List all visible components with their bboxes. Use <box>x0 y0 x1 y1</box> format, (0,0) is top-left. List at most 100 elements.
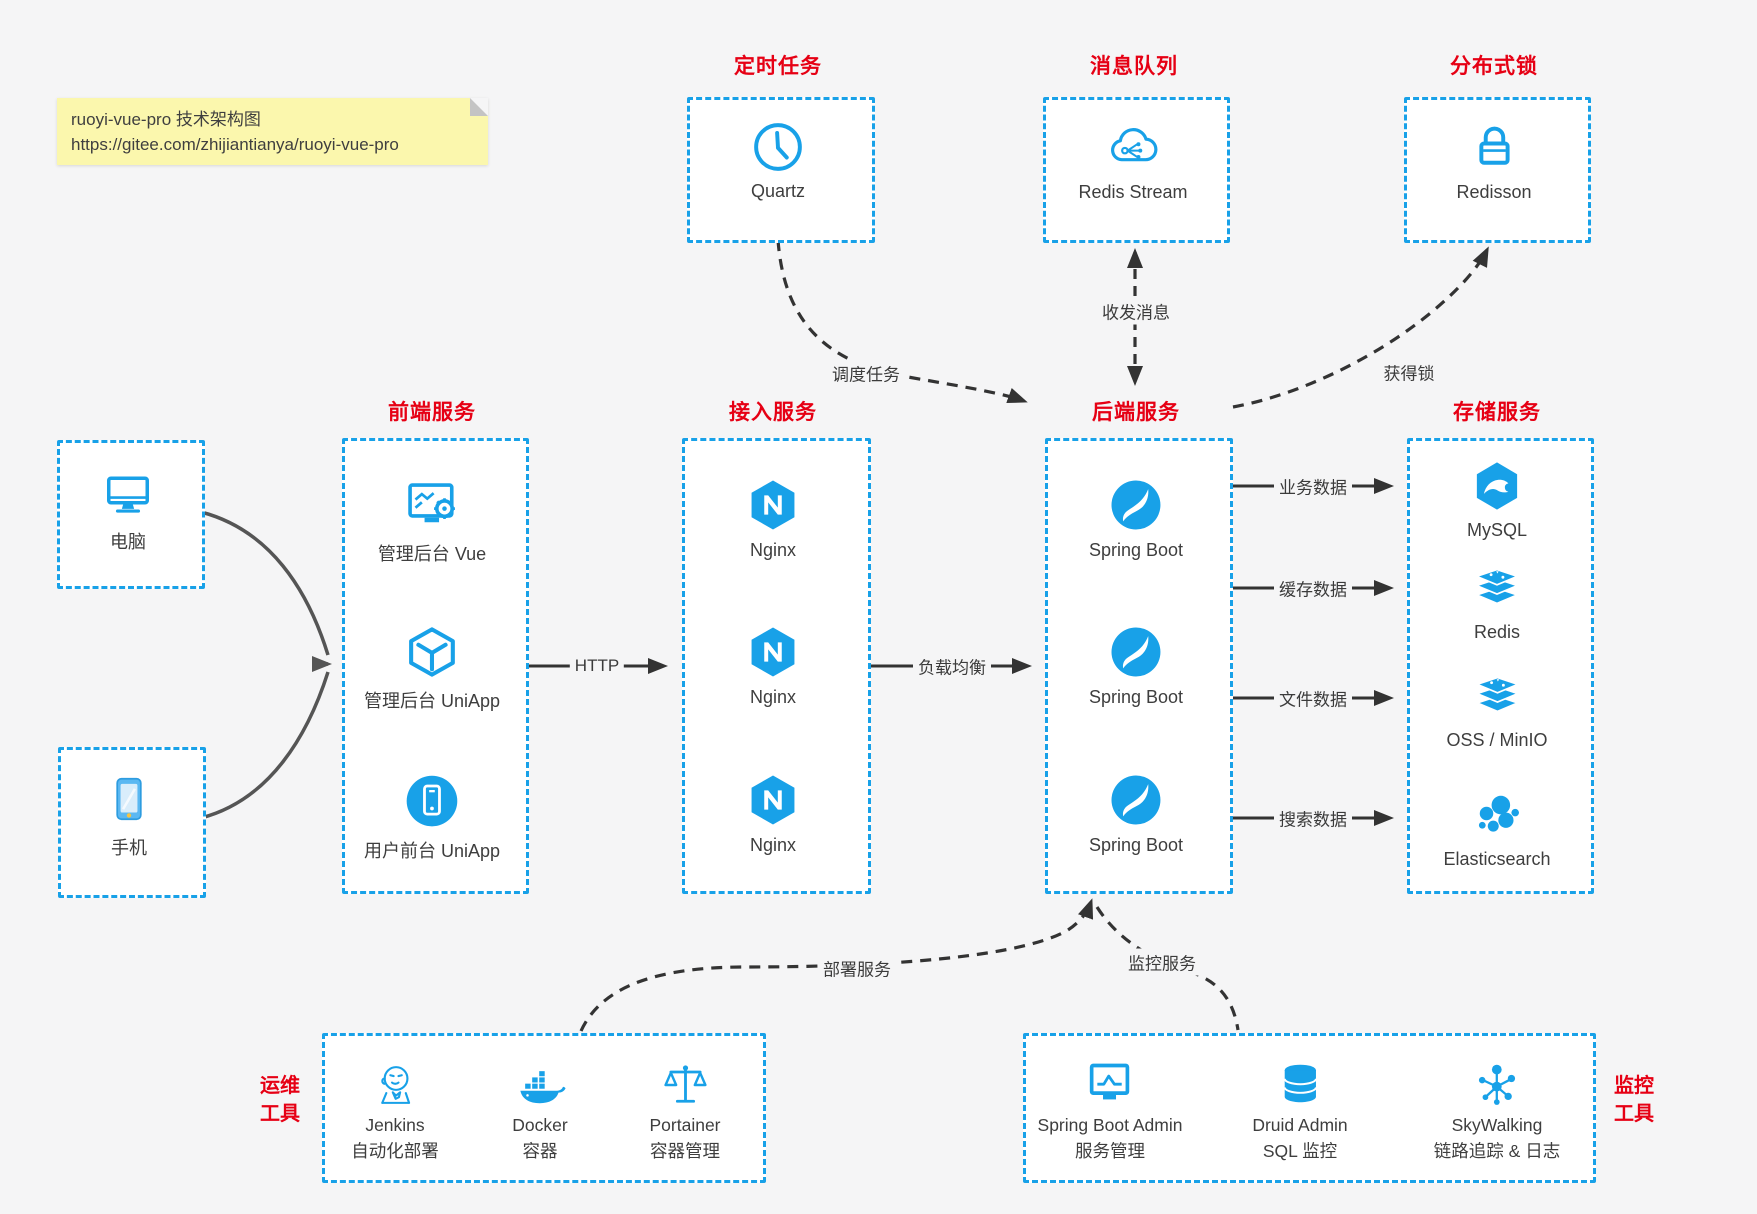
node-user-uniapp[interactable]: 用户前台 UniApp <box>364 771 500 863</box>
node-label: Spring Boot <box>1088 687 1184 707</box>
node-nginx-3[interactable]: Nginx <box>745 771 801 856</box>
node-label: OSS / MinIO <box>1446 730 1548 750</box>
clock-icon <box>750 119 806 175</box>
spring-leaf-icon <box>1089 476 1183 534</box>
monitor-pulse-icon <box>1038 1059 1183 1111</box>
node-mobile[interactable]: 手机 <box>102 770 156 860</box>
node-label: Quartz <box>750 181 806 201</box>
node-quartz[interactable]: Quartz <box>750 119 806 202</box>
nginx-icon <box>745 623 801 681</box>
node-nginx-2[interactable]: Nginx <box>745 623 801 708</box>
node-jenkins[interactable]: Jenkins 自动化部署 <box>351 1059 439 1163</box>
node-label: MySQL <box>1466 520 1528 540</box>
node-druid-admin[interactable]: Druid Admin SQL 监控 <box>1252 1059 1348 1163</box>
storage-title: 存储服务 <box>1453 401 1541 424</box>
node-elasticsearch[interactable]: Elasticsearch <box>1443 789 1551 870</box>
node-label: 管理后台 UniApp <box>363 691 501 711</box>
node-redis-stream[interactable]: Redis Stream <box>1078 118 1188 203</box>
note-url[interactable]: https://gitee.com/zhijiantianya/ruoyi-vu… <box>71 135 399 154</box>
cloud-stream-icon <box>1078 118 1187 176</box>
cube-icon <box>364 623 500 681</box>
node-docker[interactable]: Docker 容器 <box>511 1061 569 1163</box>
scheduler-title: 定时任务 <box>734 55 822 78</box>
mq-box <box>1043 97 1230 243</box>
node-label: Jenkins <box>365 1115 425 1135</box>
node-label: Spring Boot <box>1088 835 1184 855</box>
mq-title: 消息队列 <box>1090 55 1178 78</box>
node-portainer[interactable]: Portainer 容器管理 <box>649 1059 721 1163</box>
sticky-note: ruoyi-vue-pro 技术架构图 https://gitee.com/zh… <box>57 98 488 165</box>
ops-side-label-line1: 运维 <box>260 1075 300 1097</box>
node-label: Spring Boot <box>1088 540 1184 560</box>
node-mysql[interactable]: MySQL <box>1467 458 1527 541</box>
database-icon <box>1252 1059 1347 1111</box>
node-spring-boot-3[interactable]: Spring Boot <box>1089 771 1183 856</box>
node-label: Portainer <box>649 1115 721 1135</box>
node-redis[interactable]: Redis <box>1469 562 1525 643</box>
node-admin-vue[interactable]: 管理后台 Vue <box>378 476 486 566</box>
mobile-to-frontend-curve <box>200 671 330 820</box>
node-oss-minio[interactable]: OSS / MinIO <box>1446 670 1548 751</box>
edge-label-file-data: 文件数据 <box>1274 684 1352 712</box>
node-sublabel: SQL 监控 <box>1262 1141 1338 1161</box>
spring-leaf-icon <box>1089 623 1183 681</box>
edge-label-schedule-task: 调度任务 <box>827 359 905 387</box>
node-label: Redisson <box>1456 182 1532 202</box>
node-sublabel: 自动化部署 <box>351 1141 439 1161</box>
phone-circle-icon <box>364 771 500 831</box>
note-title: ruoyi-vue-pro 技术架构图 <box>71 110 261 129</box>
mobile-box <box>58 747 206 898</box>
backend-title: 后端服务 <box>1092 401 1180 424</box>
pc-to-frontend-curve <box>200 510 330 656</box>
lock-title: 分布式锁 <box>1450 55 1538 78</box>
cluster-icon <box>1443 789 1550 843</box>
ops-side-label-line2: 工具 <box>260 1103 300 1125</box>
monitoring-side-label: 监控 工具 <box>1602 1072 1666 1128</box>
ops-side-label: 运维 工具 <box>248 1072 312 1128</box>
node-admin-uniapp[interactable]: 管理后台 UniApp <box>364 623 500 713</box>
node-label: Spring Boot Admin <box>1037 1115 1183 1135</box>
node-label: Elasticsearch <box>1443 849 1551 869</box>
node-redisson[interactable]: Redisson <box>1456 118 1532 203</box>
scales-icon <box>649 1059 720 1111</box>
node-sublabel: 链路追踪 & 日志 <box>1433 1141 1561 1161</box>
acquire-lock-arrow <box>1232 246 1489 409</box>
node-spring-boot-2[interactable]: Spring Boot <box>1089 623 1183 708</box>
edge-label-search-data: 搜索数据 <box>1274 804 1352 832</box>
mysql-dolphin-icon <box>1467 458 1527 514</box>
node-skywalking[interactable]: SkyWalking 链路追踪 & 日志 <box>1434 1059 1560 1163</box>
node-pc[interactable]: 电脑 <box>99 466 157 554</box>
node-label: Druid Admin <box>1252 1115 1348 1135</box>
node-label: Redis Stream <box>1078 182 1188 202</box>
pc-box <box>57 440 205 589</box>
edge-label-http: HTTP <box>569 655 625 677</box>
spring-leaf-icon <box>1089 771 1183 829</box>
nginx-icon <box>745 476 801 534</box>
node-spring-boot-admin[interactable]: Spring Boot Admin 服务管理 <box>1037 1059 1183 1163</box>
node-label: 用户前台 UniApp <box>363 841 501 861</box>
edge-label-deploy-service: 部署服务 <box>818 954 896 982</box>
node-label: 手机 <box>111 838 147 858</box>
node-sublabel: 容器管理 <box>649 1141 720 1161</box>
node-label: Nginx <box>749 835 797 855</box>
node-label: Docker <box>512 1115 568 1135</box>
monitoring-side-label-line2: 工具 <box>1614 1103 1654 1125</box>
lock-box <box>1404 97 1591 243</box>
topology-icon <box>1434 1059 1560 1111</box>
edge-label-business-data: 业务数据 <box>1274 472 1352 500</box>
nginx-icon <box>745 771 801 829</box>
node-label: 电脑 <box>110 532 146 552</box>
node-sublabel: 容器 <box>522 1141 558 1161</box>
monitoring-box <box>1023 1033 1596 1183</box>
node-label: 管理后台 Vue <box>377 544 487 564</box>
edge-label-send-receive-message: 收发消息 <box>1097 297 1175 325</box>
edge-label-acquire-lock: 获得锁 <box>1378 358 1440 386</box>
node-spring-boot-1[interactable]: Spring Boot <box>1089 476 1183 561</box>
node-label: Nginx <box>749 687 797 707</box>
layers-icon <box>1469 562 1525 616</box>
edge-label-cache-data: 缓存数据 <box>1274 574 1352 602</box>
layers-icon <box>1446 670 1547 724</box>
docker-whale-icon <box>511 1061 569 1111</box>
node-nginx-1[interactable]: Nginx <box>745 476 801 561</box>
